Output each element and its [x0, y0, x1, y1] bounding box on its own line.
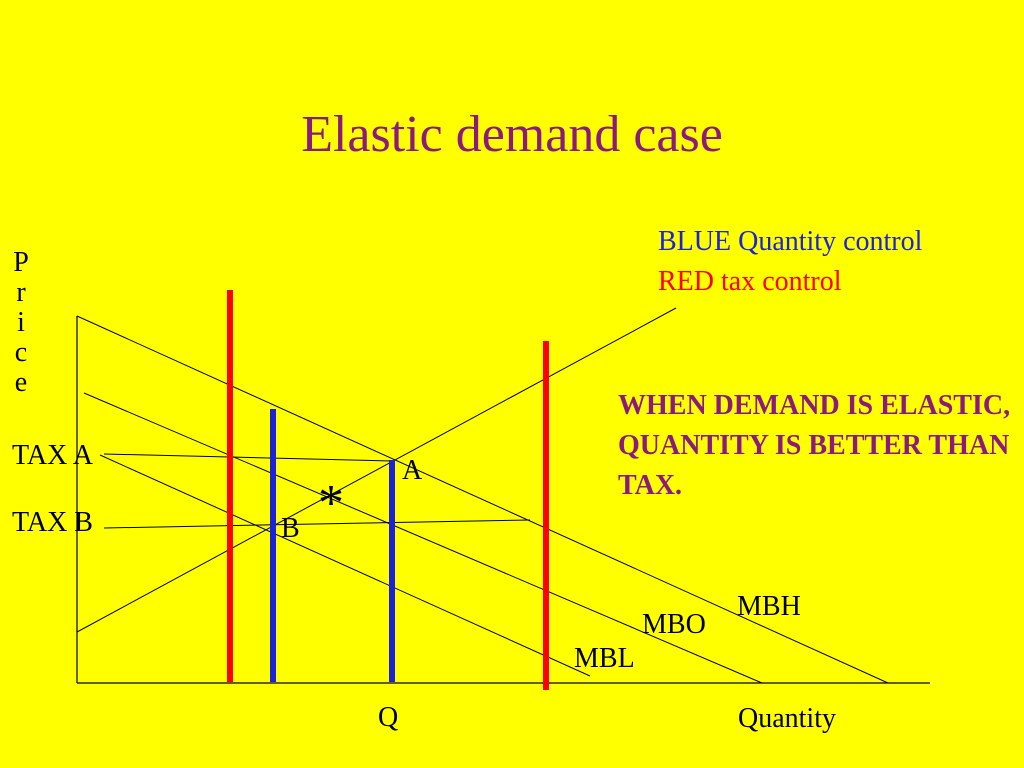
price-axis-letter: P: [13, 247, 29, 278]
price-axis-letter: r: [16, 277, 26, 308]
tax-a-label: TAX A: [12, 440, 93, 471]
point-a-label: A: [402, 455, 423, 486]
point-b-label: B: [281, 513, 300, 544]
mbo-label: MBO: [642, 609, 706, 640]
mbo-curve: [83, 392, 763, 684]
q-label: Q: [378, 702, 399, 733]
mbl-label: MBL: [574, 643, 635, 674]
mbh-label: MBH: [737, 591, 801, 622]
star-marker: *: [318, 475, 344, 532]
price-axis-letter: e: [14, 367, 28, 398]
mbl-curve: [99, 454, 591, 677]
price-axis-letter: c: [14, 337, 28, 368]
tax-a-line: [103, 453, 393, 462]
slide-title: Elastic demand case: [301, 106, 723, 163]
supply-line: [76, 307, 677, 633]
tax-b-label: TAX B: [12, 507, 93, 538]
legend-blue-quantity-control: BLUE Quantity control: [658, 226, 923, 257]
quantity-axis-label: Quantity: [738, 703, 836, 734]
price-axis-letter: i: [17, 307, 25, 338]
mbh-curve: [76, 315, 889, 684]
legend-red-tax-control: RED tax control: [658, 266, 842, 297]
conclusion-note: WHEN DEMAND IS ELASTIC, QUANTITY IS BETT…: [618, 390, 1011, 501]
tax-b-line: [103, 519, 531, 529]
